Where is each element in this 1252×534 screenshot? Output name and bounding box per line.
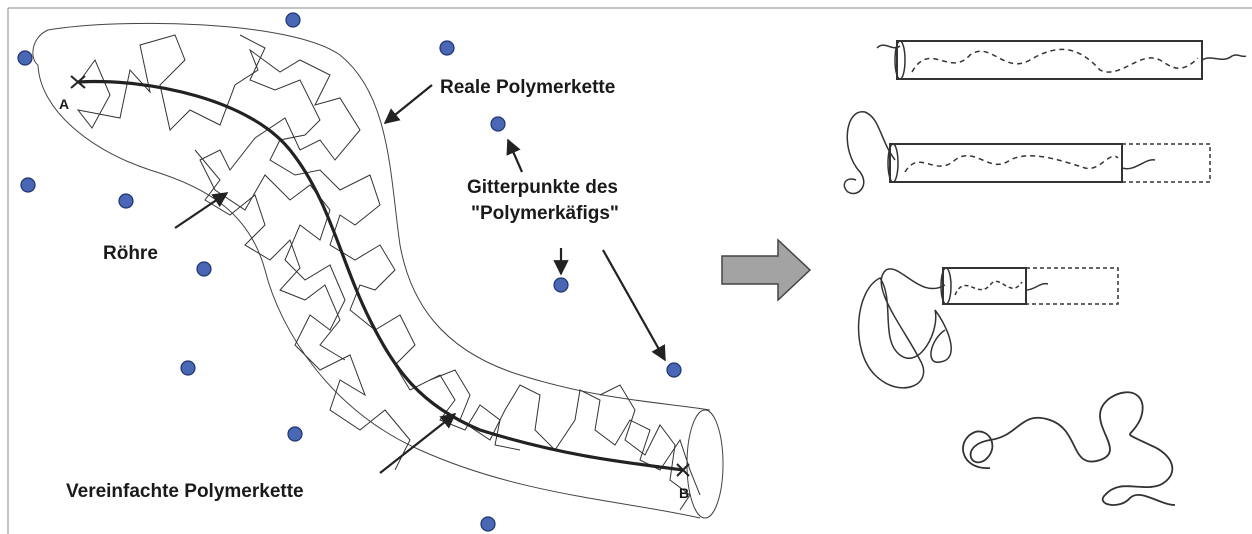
lattice-point xyxy=(286,13,300,27)
arrow-simplified-chain xyxy=(380,414,455,473)
lattice-point xyxy=(481,517,495,531)
label-lattice-points-line2: "Polymerkäfigs" xyxy=(471,203,619,225)
arrow-lattice-diag xyxy=(603,250,665,360)
lattice-point xyxy=(288,427,302,441)
label-real-chain: Reale Polymerkette xyxy=(440,77,615,99)
label-tube: Röhre xyxy=(103,243,158,265)
lattice-point xyxy=(197,262,211,276)
reptation-stage-3 xyxy=(859,268,1118,388)
arrow-tube xyxy=(175,193,227,228)
transition-arrow xyxy=(722,240,810,300)
label-end-b: B xyxy=(679,485,689,501)
label-lattice-points-line1: Gitterpunkte des xyxy=(467,177,618,199)
arrow-real-chain xyxy=(385,85,432,123)
lattice-point xyxy=(181,361,195,375)
label-arrows xyxy=(175,85,665,473)
real-polymer-chain xyxy=(78,35,700,510)
lattice-point xyxy=(491,117,505,131)
lattice-point xyxy=(667,363,681,377)
arrow-lattice-up xyxy=(508,140,522,172)
reptation-stage-4 xyxy=(963,392,1175,505)
lattice-point xyxy=(440,41,454,55)
simplified-polymer-chain xyxy=(78,82,683,470)
lattice-point xyxy=(21,178,35,192)
tube xyxy=(33,23,723,518)
lattice-point xyxy=(119,194,133,208)
lattice-point xyxy=(554,278,568,292)
reptation-stage-1 xyxy=(877,41,1246,79)
lattice-point xyxy=(18,51,32,65)
label-end-a: A xyxy=(59,96,69,112)
reptation-stage-2 xyxy=(844,112,1210,194)
label-simplified-chain: Vereinfachte Polymerkette xyxy=(66,481,304,503)
